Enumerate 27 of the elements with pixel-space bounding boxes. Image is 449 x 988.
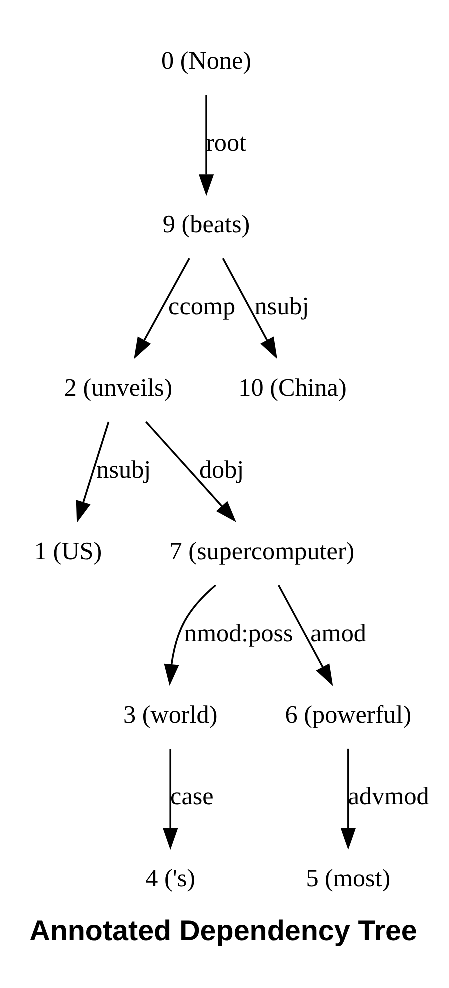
arrow xyxy=(198,94,214,196)
arrow xyxy=(278,584,334,686)
node-text: 1 (US) xyxy=(34,538,102,566)
edge-label: amod xyxy=(310,620,366,647)
node-text: 2 (unveils) xyxy=(64,374,173,402)
edge-label: ccomp xyxy=(168,292,236,320)
caption: Annotated Dependency Tree xyxy=(30,914,418,947)
arrow xyxy=(134,258,190,359)
arrow xyxy=(76,421,110,522)
arrow xyxy=(146,420,236,522)
edge-label: dobj xyxy=(199,456,244,484)
edge-label: nsubj xyxy=(96,456,152,484)
edge-label: nsubj xyxy=(254,292,310,320)
arrow xyxy=(222,258,278,359)
node-text: 6 (powerful) xyxy=(285,701,412,728)
node-text: 9 (beats) xyxy=(162,211,250,238)
edge-label: case xyxy=(170,783,214,810)
arrow xyxy=(164,584,216,686)
node-text: 10 (China) xyxy=(238,374,347,402)
node-text: 3 (world) xyxy=(124,701,218,728)
arrow xyxy=(163,748,178,850)
node-text: 4 ('s) xyxy=(146,864,196,892)
arrow xyxy=(340,748,356,850)
edge-label: nmod:poss xyxy=(184,620,294,647)
node-text: 0 (None) xyxy=(162,48,252,75)
node-text: 7 (supercomputer) xyxy=(170,538,355,566)
node-text: 5 (most) xyxy=(306,864,391,892)
